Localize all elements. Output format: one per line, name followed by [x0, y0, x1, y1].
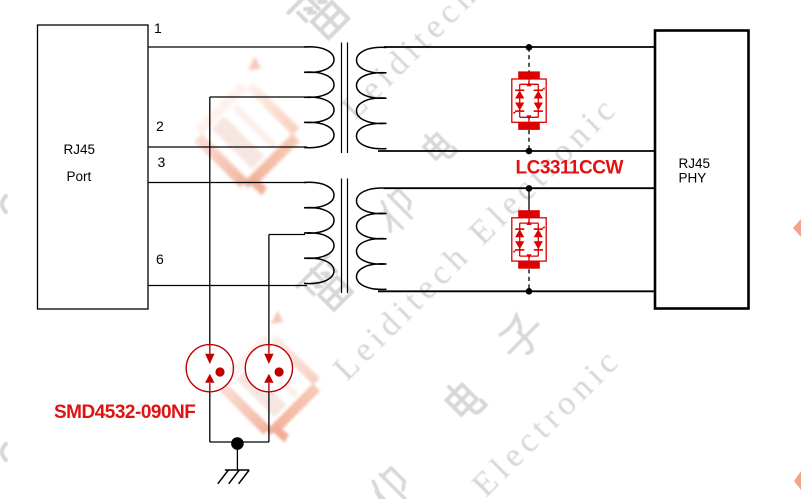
svg-text:6: 6	[156, 251, 164, 267]
svg-text:RJ45: RJ45	[679, 156, 711, 171]
svg-text:3: 3	[158, 154, 166, 170]
svg-text:Port: Port	[67, 169, 92, 184]
svg-text:LC3311CCW: LC3311CCW	[516, 158, 624, 179]
svg-text:SMD4532-090NF: SMD4532-090NF	[54, 402, 195, 423]
svg-text:RJ45: RJ45	[64, 142, 96, 157]
svg-text:PHY: PHY	[679, 171, 707, 186]
svg-text:1: 1	[154, 20, 162, 36]
svg-text:2: 2	[156, 118, 164, 134]
